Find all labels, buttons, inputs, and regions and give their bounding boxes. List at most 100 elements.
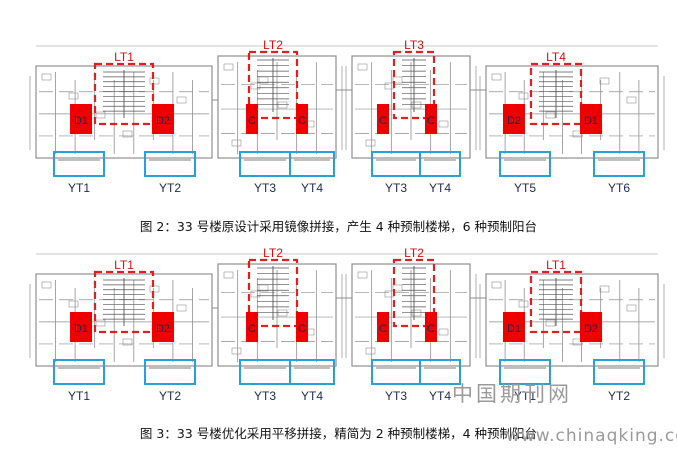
balcony-label-yt4: YT4 (301, 181, 323, 195)
column-block (580, 312, 602, 342)
wing-outline (485, 65, 659, 159)
fixture (365, 347, 376, 355)
fixture (68, 300, 79, 308)
wing-outline (217, 55, 337, 159)
stair-box (93, 62, 155, 126)
balcony-box (239, 359, 291, 385)
fixture (411, 309, 422, 317)
stair-label-lt2: LT2 (263, 248, 283, 260)
fixture (392, 284, 403, 292)
balcony-box (499, 151, 551, 177)
balcony-box (419, 359, 461, 385)
fixture (518, 92, 529, 100)
column-label-c: C (248, 323, 256, 335)
balcony-label-yt2: YT2 (159, 389, 181, 403)
column-block (152, 104, 174, 134)
fixture (626, 304, 637, 312)
figure-3-caption: 图 3：33 号楼优化采用平移拼接，精简为 2 种预制楼梯，4 种预制阳台 (139, 426, 538, 441)
balcony-box (371, 151, 421, 177)
column-block (503, 312, 525, 342)
fixture (438, 120, 449, 128)
balcony-label-yt3: YT3 (385, 181, 407, 195)
balcony-label-yt4: YT4 (301, 389, 323, 403)
fixture (149, 285, 160, 293)
balcony-label-yt4: YT4 (429, 181, 451, 195)
fixture (41, 281, 52, 289)
column-label-d2: D2 (156, 115, 170, 127)
column-block (296, 312, 308, 342)
balcony-box (53, 359, 105, 385)
column-label-d2: D2 (584, 323, 598, 335)
column-label-c: C (298, 323, 306, 335)
balcony-box (419, 151, 461, 177)
stair-label-lt2: LT2 (404, 248, 424, 260)
fixture (365, 139, 376, 147)
balcony-box (499, 359, 551, 385)
column-block (296, 104, 308, 134)
column-block (503, 104, 525, 134)
balcony-label-yt5: YT5 (514, 181, 536, 195)
wing-outline (351, 55, 471, 159)
column-label-c: C (379, 323, 387, 335)
column-block (246, 312, 258, 342)
balcony-box (289, 151, 335, 177)
column-block (377, 312, 389, 342)
watermark-url: www.chinaqking.com (506, 426, 677, 446)
column-label-c: C (427, 115, 435, 127)
fixture (95, 111, 106, 119)
stair-label-lt1: LT1 (114, 258, 134, 272)
stair-label-lt2: LT2 (263, 40, 283, 52)
watermark-cn: 中国期刊网 (452, 382, 572, 406)
stair-label-lt3: LT3 (404, 40, 424, 52)
stair-box (529, 62, 583, 126)
column-block (152, 312, 174, 342)
fixture (223, 63, 234, 71)
stair-box (247, 258, 299, 328)
fixture (384, 82, 395, 90)
balcony-box (239, 151, 291, 177)
fixture (68, 92, 79, 100)
fixture (223, 271, 234, 279)
balcony-label-yt1: YT1 (68, 389, 90, 403)
column-label-d1: D1 (74, 323, 88, 335)
column-label-d1: D1 (584, 115, 598, 127)
fixture (176, 304, 187, 312)
column-label-c: C (379, 115, 387, 127)
fixture (545, 319, 556, 327)
balcony-label-yt2: YT2 (159, 181, 181, 195)
balcony-label-yt3: YT3 (385, 389, 407, 403)
fixture (392, 76, 403, 84)
balcony-box (289, 359, 335, 385)
stair-label-lt1: LT1 (114, 50, 134, 64)
column-label-c: C (248, 115, 256, 127)
balcony-box (371, 359, 421, 385)
figure-2-caption: 图 2：33 号楼原设计采用镜像拼接，产生 4 种预制楼梯，6 种预制阳台 (139, 219, 538, 234)
fixture (95, 319, 106, 327)
fixture (357, 271, 368, 279)
balcony-box (593, 359, 645, 385)
fixture (122, 338, 133, 346)
column-label-d2: D2 (507, 115, 521, 127)
stair-label-lt4: LT4 (546, 50, 566, 64)
fixture (250, 290, 261, 298)
balcony-box (144, 359, 196, 385)
wing-outline (217, 263, 337, 367)
fixture (626, 96, 637, 104)
column-label-c: C (298, 115, 306, 127)
column-block (246, 104, 258, 134)
balcony-label-yt6: YT6 (608, 181, 630, 195)
column-block (70, 104, 92, 134)
column-block (70, 312, 92, 342)
column-label-c: C (427, 323, 435, 335)
fixture (357, 63, 368, 71)
stair-box (93, 270, 155, 334)
fixture (491, 73, 502, 81)
column-block (425, 104, 437, 134)
fixture (277, 101, 288, 109)
balcony-label-yt3: YT3 (254, 389, 276, 403)
stair-box (392, 258, 436, 328)
column-block (377, 104, 389, 134)
